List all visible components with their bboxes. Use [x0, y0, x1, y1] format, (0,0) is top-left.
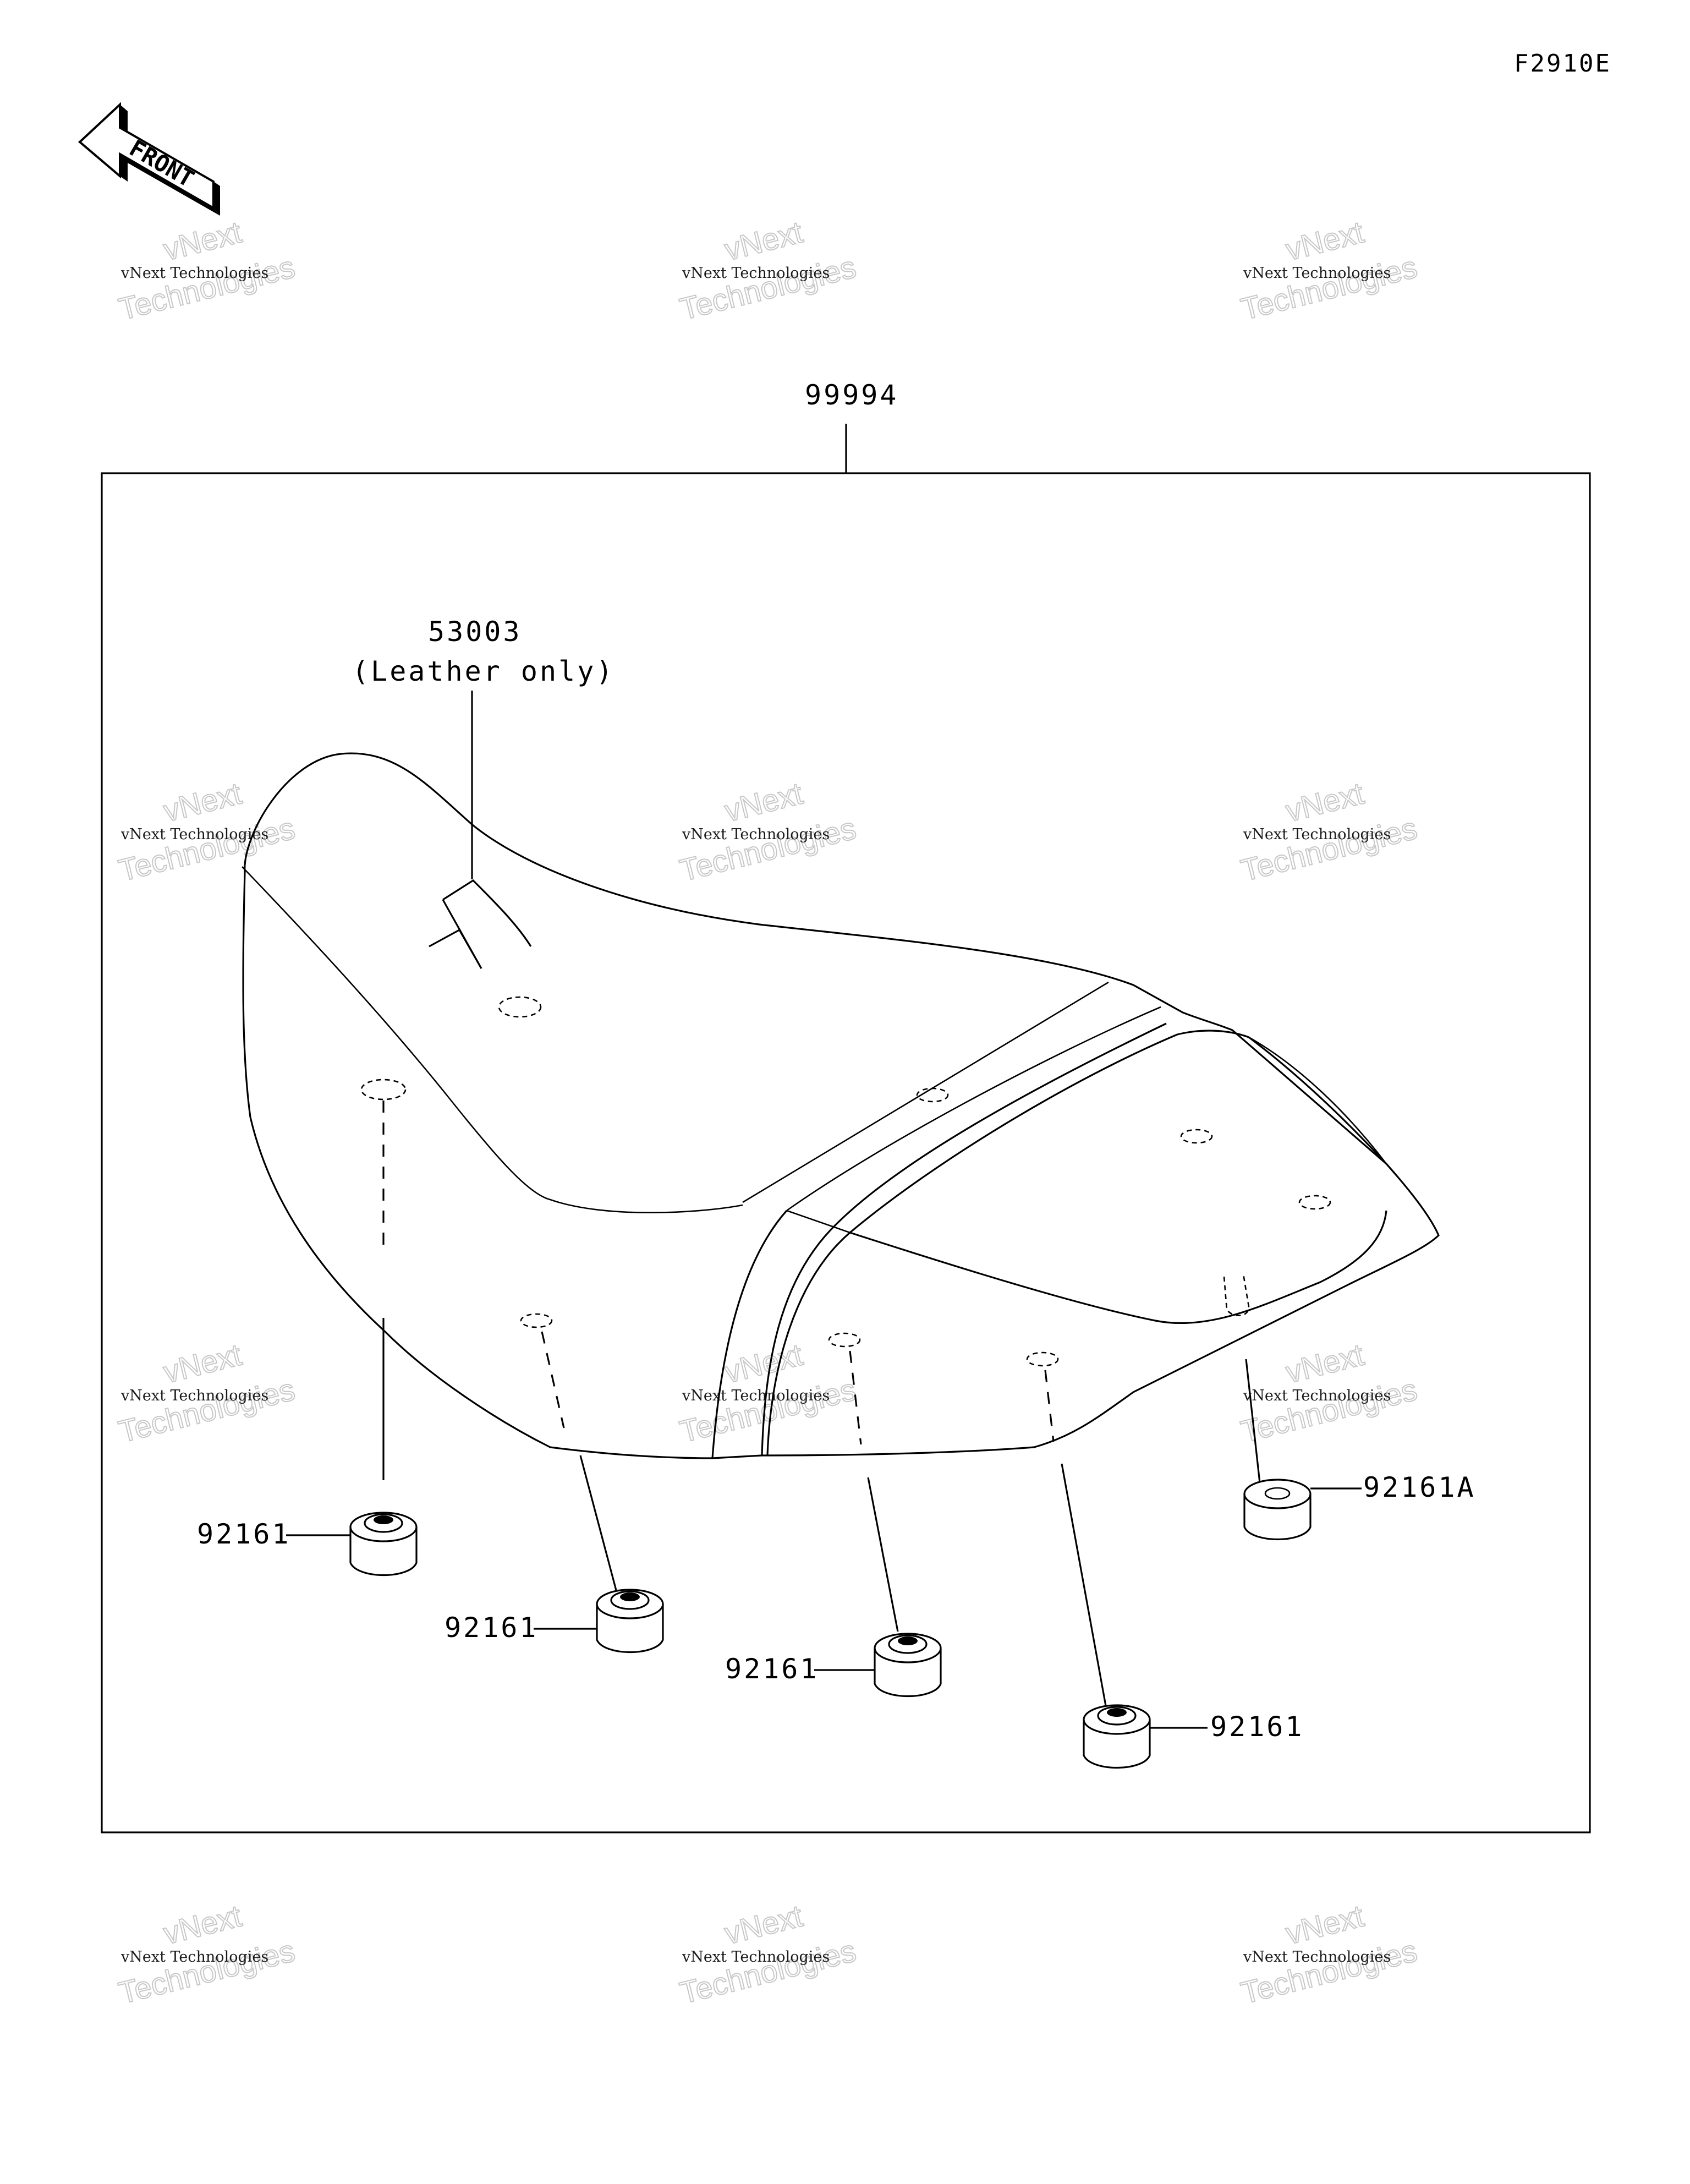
watermark: vNext Technologies vNext Technologies	[115, 1898, 299, 2011]
damper-92161-2[interactable]	[596, 1589, 664, 1653]
watermark: vNext Technologies vNext Technologies	[1237, 775, 1421, 889]
front-arrow-icon: FRONT	[78, 102, 220, 216]
svg-text:vNext Technologies: vNext Technologies	[120, 1948, 268, 1966]
watermark: vNext Technologies vNext Technologies	[1237, 1337, 1421, 1450]
svg-text:Technologies: Technologies	[677, 249, 859, 326]
svg-text:vNext: vNext	[721, 776, 806, 829]
damper-5-label[interactable]: 92161A	[1363, 1471, 1476, 1503]
front-label: FRONT	[125, 134, 199, 193]
svg-text:vNext: vNext	[160, 1898, 245, 1951]
svg-text:vNext Technologies: vNext Technologies	[682, 826, 830, 843]
damper-leaders	[382, 1101, 1261, 1706]
svg-text:vNext: vNext	[160, 1337, 245, 1390]
svg-text:Technologies: Technologies	[1238, 1372, 1420, 1449]
svg-text:Technologies: Technologies	[116, 1372, 298, 1449]
svg-text:vNext Technologies: vNext Technologies	[1243, 826, 1391, 843]
svg-text:Technologies: Technologies	[677, 811, 859, 888]
assembly-label[interactable]: 99994	[805, 379, 899, 411]
watermark: vNext Technologies vNext Technologies	[1237, 214, 1421, 327]
svg-text:vNext Technologies: vNext Technologies	[1243, 265, 1391, 282]
watermark: vNext Technologies vNext Technologies	[115, 1337, 299, 1450]
svg-text:vNext Technologies: vNext Technologies	[1243, 1948, 1391, 1966]
damper-2-label[interactable]: 92161	[445, 1612, 539, 1644]
svg-text:vNext: vNext	[160, 215, 245, 267]
svg-text:vNext: vNext	[1282, 1337, 1368, 1390]
watermark: vNext Technologies vNext Technologies	[115, 214, 299, 327]
svg-text:Technologies: Technologies	[1238, 811, 1420, 888]
watermark: vNext Technologies vNext Technologies	[676, 1898, 860, 2011]
damper-92161a[interactable]	[1243, 1479, 1312, 1540]
damper-92161-3[interactable]	[874, 1633, 942, 1697]
svg-text:vNext: vNext	[1282, 215, 1368, 267]
svg-text:vNext: vNext	[721, 1898, 806, 1951]
svg-text:vNext: vNext	[160, 776, 245, 829]
watermark: vNext Technologies vNext Technologies	[115, 775, 299, 889]
svg-text:Technologies: Technologies	[1238, 249, 1420, 326]
svg-text:vNext Technologies: vNext Technologies	[682, 1387, 830, 1404]
svg-text:vNext Technologies: vNext Technologies	[120, 265, 268, 282]
watermark: vNext Technologies vNext Technologies	[676, 214, 860, 327]
seat-cover-label[interactable]: 53003	[428, 616, 522, 648]
figure-code: F2910E	[1514, 50, 1611, 78]
svg-text:vNext: vNext	[1282, 776, 1368, 829]
svg-text:Technologies: Technologies	[116, 249, 298, 326]
seat-cover-note: (Leather only)	[352, 655, 614, 687]
assembly-frame	[101, 472, 1591, 1833]
svg-text:Technologies: Technologies	[116, 1933, 298, 2010]
damper-4-label[interactable]: 92161	[1210, 1711, 1304, 1743]
svg-text:Technologies: Technologies	[677, 1933, 859, 2010]
svg-text:vNext Technologies: vNext Technologies	[120, 826, 268, 843]
svg-text:vNext: vNext	[721, 1337, 806, 1390]
seat-drawing	[242, 752, 1440, 1459]
watermark: vNext Technologies vNext Technologies	[1237, 1898, 1421, 2011]
damper-92161-1[interactable]	[349, 1512, 418, 1576]
svg-text:Technologies: Technologies	[1238, 1933, 1420, 2010]
damper-92161-4[interactable]	[1083, 1704, 1151, 1769]
svg-text:vNext Technologies: vNext Technologies	[120, 1387, 268, 1404]
damper-3-label[interactable]: 92161	[725, 1653, 819, 1685]
svg-text:vNext: vNext	[1282, 1898, 1368, 1951]
watermark: vNext Technologies vNext Technologies	[676, 775, 860, 889]
svg-text:vNext Technologies: vNext Technologies	[1243, 1387, 1391, 1404]
damper-1-label[interactable]: 92161	[197, 1518, 291, 1550]
svg-text:vNext Technologies: vNext Technologies	[682, 1948, 830, 1966]
svg-text:Technologies: Technologies	[116, 811, 298, 888]
svg-text:vNext Technologies: vNext Technologies	[682, 265, 830, 282]
svg-text:vNext: vNext	[721, 215, 806, 267]
